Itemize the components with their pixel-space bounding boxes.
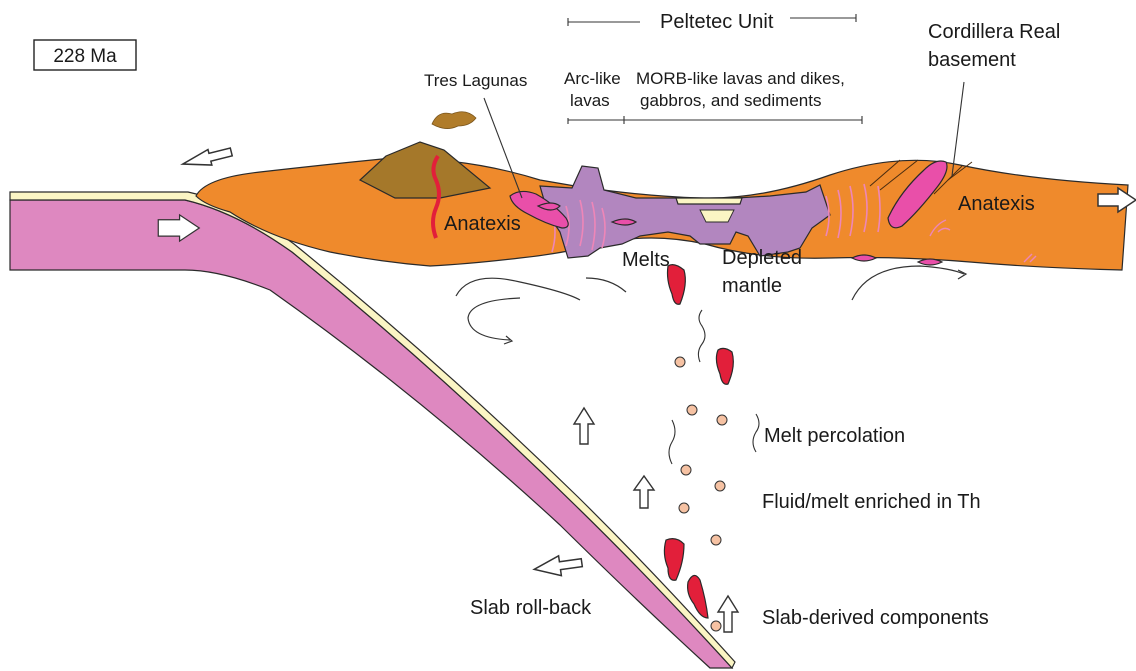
flow-arrow-left	[456, 278, 580, 300]
arc-like-label-1: Arc-like	[564, 69, 621, 88]
morb-label-1: MORB-like lavas and dikes,	[636, 69, 845, 88]
peltetec-ophiolite	[540, 166, 830, 258]
melt-pod-4	[852, 255, 876, 261]
mantle-melts	[664, 265, 759, 631]
melts-label: Melts	[622, 249, 670, 271]
hollow-arrow-icon	[574, 408, 594, 444]
arc-like-label-2: lavas	[570, 91, 610, 110]
age-box: 228 Ma	[34, 40, 136, 70]
sediment-trough	[700, 210, 734, 222]
flow-arrow-right	[852, 266, 964, 300]
age-label: 228 Ma	[53, 46, 117, 67]
flow-arrow-left-2	[586, 278, 626, 292]
cordillera-real-label-2: basement	[928, 49, 1016, 71]
melt-pod-3	[918, 259, 942, 265]
anatexis-left-label: Anatexis	[444, 213, 521, 235]
cordillera-real-label-1: Cordillera Real	[928, 21, 1060, 43]
fluid-melt-label: Fluid/melt enriched in Th	[762, 491, 981, 513]
melt-percolation-label: Melt percolation	[764, 425, 905, 447]
ash-plume	[432, 112, 476, 129]
mantle-flow	[456, 266, 966, 344]
slab-derived-label: Slab-derived components	[762, 607, 989, 629]
wavy-line-icon	[669, 310, 759, 464]
melt-droplet-icon	[688, 575, 708, 618]
melt-droplet-icon	[664, 539, 684, 581]
melt-droplet-icon	[716, 348, 733, 384]
hollow-arrow-icon	[634, 476, 654, 508]
hollow-arrow-icon	[181, 144, 233, 172]
tres-lagunas-label: Tres Lagunas	[424, 71, 527, 90]
depleted-mantle-label-1: Depleted	[722, 247, 802, 269]
cordillera-pointer	[952, 82, 964, 176]
peltetec-bracket-left	[568, 18, 640, 26]
peltetec-unit-label: Peltetec Unit	[660, 11, 774, 33]
depleted-mantle-label-2: mantle	[722, 275, 782, 297]
text-labels: Peltetec Unit Cordillera Real basement T…	[424, 11, 1060, 629]
arc-morb-bracket	[568, 116, 862, 124]
anatexis-right-label: Anatexis	[958, 193, 1035, 215]
flow-arrow-left-return	[468, 298, 520, 340]
morb-label-2: gabbros, and sediments	[640, 91, 821, 110]
melt-droplet-icon	[668, 265, 686, 305]
peltetec-bracket-right	[790, 14, 856, 22]
sediment-sliver	[676, 198, 742, 204]
hollow-arrow-icon	[533, 553, 583, 579]
overriding-crust	[196, 112, 1128, 270]
slab-rollback-label: Slab roll-back	[470, 597, 592, 619]
